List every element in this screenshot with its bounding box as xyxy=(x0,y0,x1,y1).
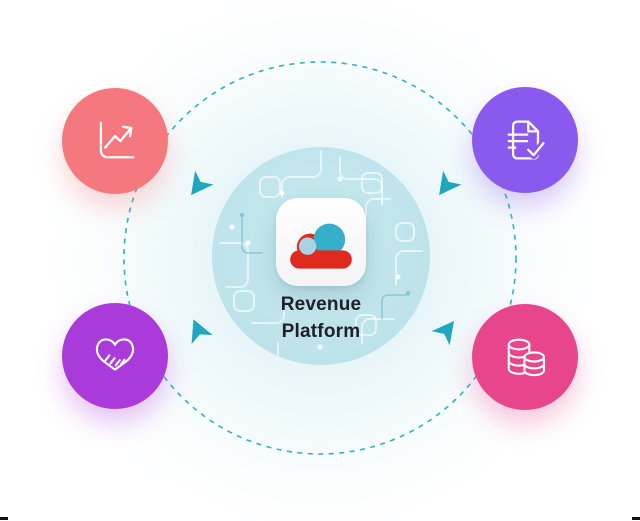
node-analytics xyxy=(62,88,168,194)
corner-mark-left xyxy=(0,517,8,520)
flow-arrow-top-left xyxy=(191,170,214,196)
node-partnership xyxy=(62,303,168,409)
hub-label-line2: Platform xyxy=(281,321,361,342)
circuit-pattern xyxy=(219,150,423,358)
flow-arrow-bottom-left xyxy=(191,319,213,345)
node-contracts xyxy=(472,87,578,193)
node-data xyxy=(472,304,578,410)
hub-label: Revenue Platform xyxy=(220,291,422,345)
corner-mark-right xyxy=(632,517,640,520)
database-coins-icon xyxy=(507,338,545,377)
line-chart-icon xyxy=(99,121,135,159)
platform-app-card xyxy=(276,198,366,286)
cloud-logo xyxy=(290,223,352,269)
document-check-icon xyxy=(507,120,548,160)
handshake-icon xyxy=(95,338,135,371)
flow-arrow-bottom-right xyxy=(431,320,455,346)
flow-arrow-top-right xyxy=(439,170,462,196)
hub-label-line1: Revenue xyxy=(280,294,362,315)
